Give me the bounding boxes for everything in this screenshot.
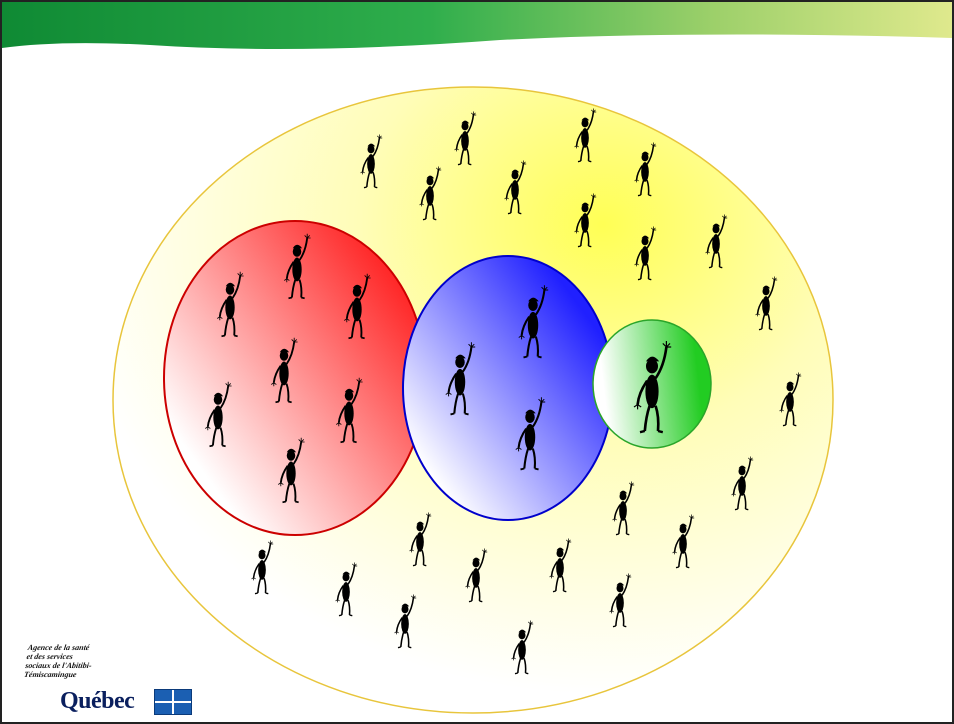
agency-logo-text: Agence de la santé et des services socia… <box>23 643 138 679</box>
quebec-flag-icon <box>154 689 192 715</box>
blue-group-circle <box>402 255 614 521</box>
agency-line: et des services <box>26 652 74 661</box>
quebec-wordmark: Québec <box>60 688 135 714</box>
agency-line: Agence de la santé <box>27 643 91 652</box>
header-banner <box>2 2 952 49</box>
agency-line: Témiscamingue <box>23 670 78 679</box>
agency-line: sociaux de l'Abitibi- <box>24 661 93 670</box>
